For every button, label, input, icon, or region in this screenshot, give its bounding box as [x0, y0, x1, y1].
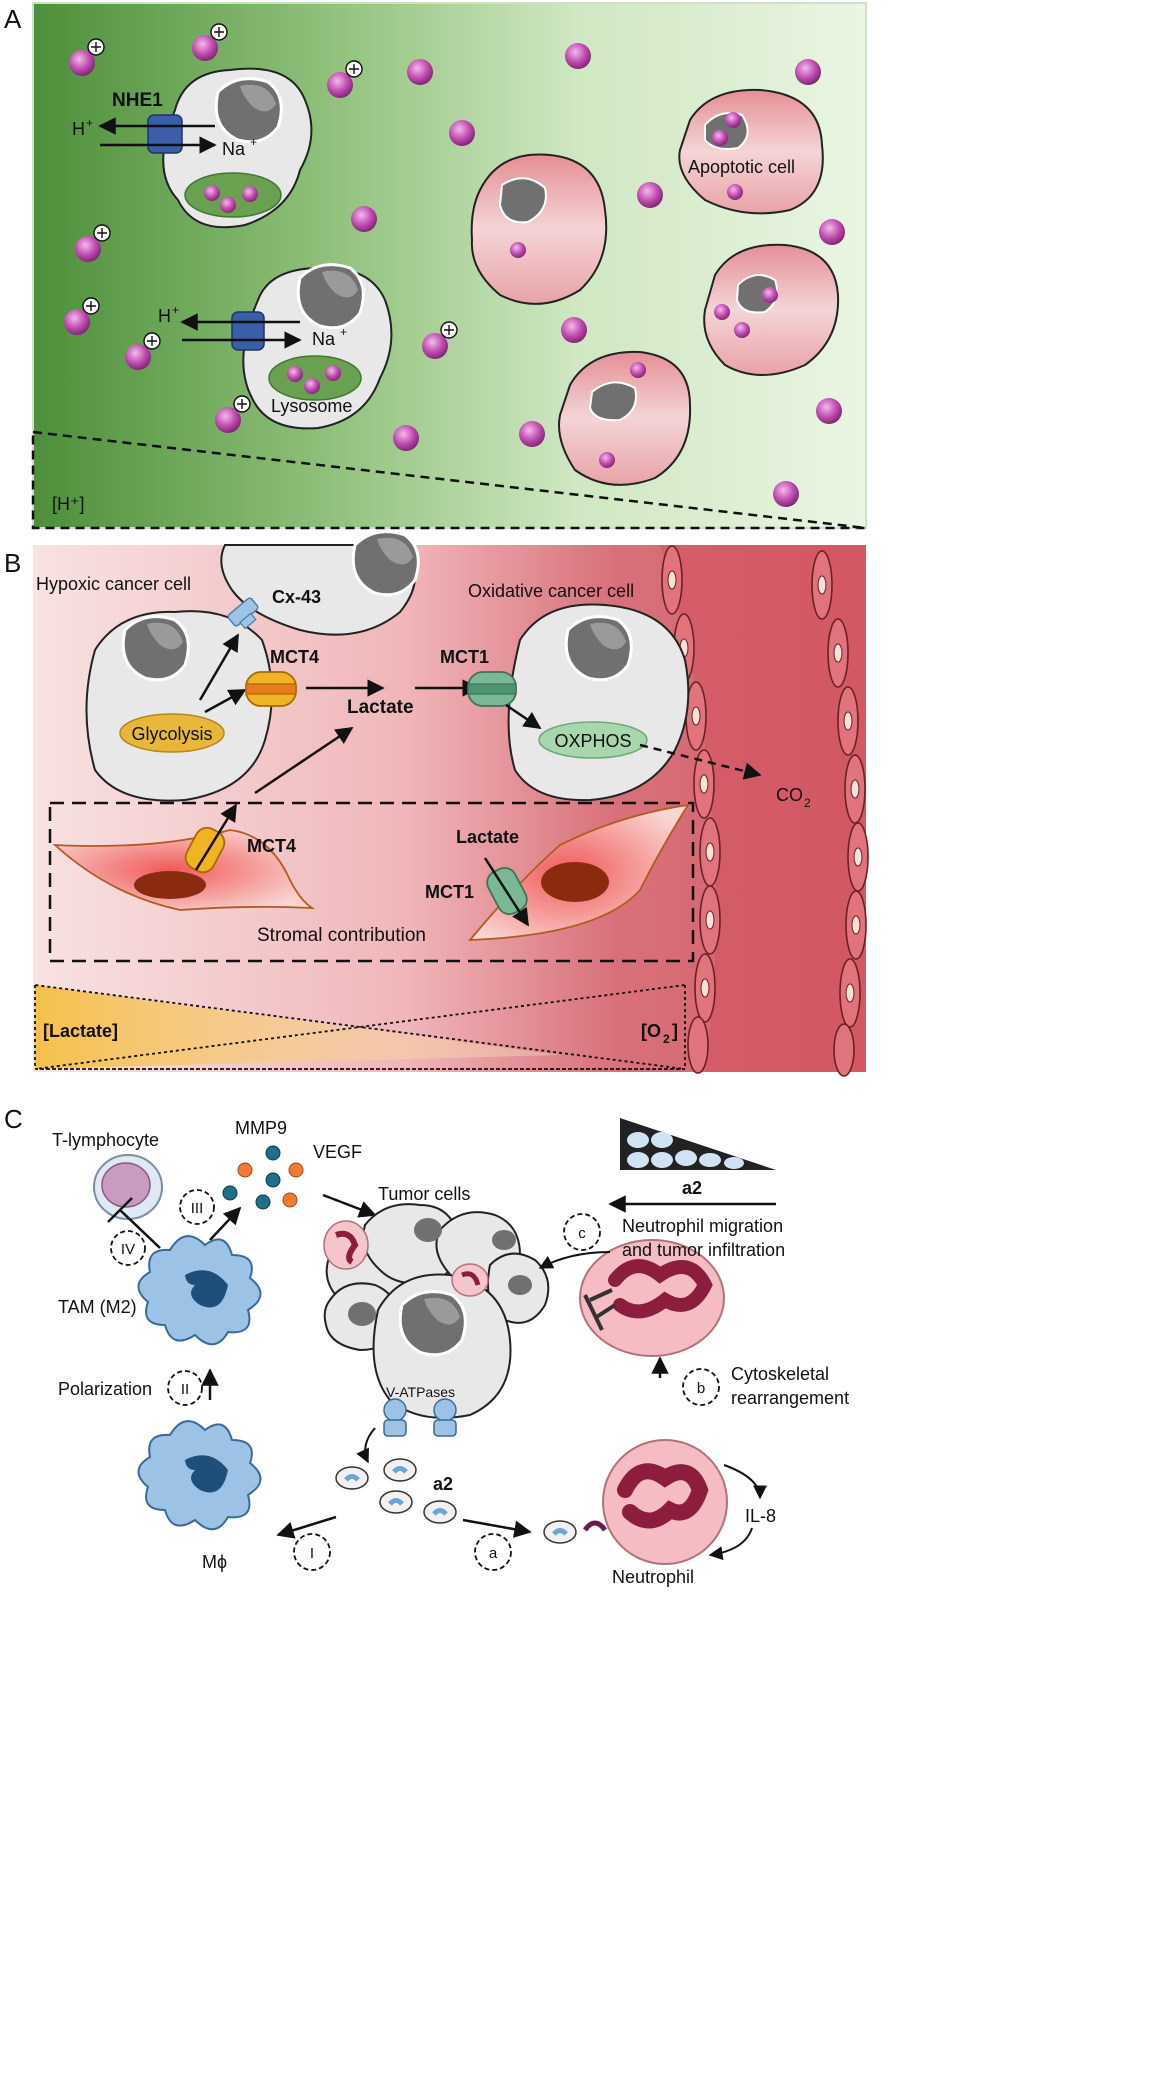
- na-label-top: Na: [222, 139, 246, 159]
- step-iv: IV: [110, 1230, 146, 1266]
- v-atpase-pumps: [383, 1398, 457, 1437]
- svg-text:b: b: [697, 1380, 705, 1397]
- neutrophil-label: Neutrophil: [612, 1567, 694, 1587]
- v-atpases-label: V-ATPases: [386, 1384, 455, 1400]
- panel-b: B: [4, 530, 869, 1077]
- step-b: b: [682, 1368, 720, 1406]
- fibroblast-right: Lactate MCT1: [425, 803, 690, 941]
- o2-gradient-label-open: [O: [641, 1021, 661, 1041]
- step-ii: II: [167, 1370, 203, 1406]
- mct1-stroma-label: MCT1: [425, 882, 474, 902]
- t-lymphocyte-label: T-lymphocyte: [52, 1130, 159, 1150]
- mct1-label: MCT1: [440, 647, 489, 667]
- polarization-label: Polarization: [58, 1379, 152, 1399]
- svg-text:III: III: [191, 1200, 204, 1217]
- stromal-contribution-box: [48, 801, 695, 963]
- mmp9-label: MMP9: [235, 1118, 287, 1138]
- panel-a: A [H⁺]: [4, 2, 867, 530]
- cytoskeletal-label-2: rearrangement: [731, 1388, 849, 1408]
- fibroblast-left: MCT4: [52, 803, 316, 911]
- na-label-bottom: Na: [312, 329, 336, 349]
- vegf-label: VEGF: [313, 1142, 362, 1162]
- mct4-label: MCT4: [270, 647, 319, 667]
- cytoskeletal-label-1: Cytoskeletal: [731, 1364, 829, 1384]
- lysosome-top: [184, 172, 282, 218]
- lactate-label: Lactate: [347, 697, 414, 718]
- cx43-gap-junction: Cx-43: [227, 587, 321, 630]
- tam-label: TAM (M2): [58, 1297, 137, 1317]
- nhe1-label: NHE1: [112, 90, 163, 111]
- apoptotic-cell-label: Apoptotic cell: [688, 157, 795, 177]
- h-label-top: H: [72, 119, 85, 139]
- step-i: I: [293, 1533, 331, 1571]
- resting-macrophage: Mϕ: [137, 1420, 262, 1572]
- a2-vesicles: a2: [335, 1458, 577, 1544]
- a2-gradient-wedge: [620, 1118, 776, 1170]
- h-plus-top: +: [86, 116, 93, 130]
- secreted-factors: [222, 1145, 304, 1210]
- h-label-bottom: H: [158, 306, 171, 326]
- mct4-stroma-label: MCT4: [247, 836, 296, 856]
- lactate-gradient-label: [Lactate]: [43, 1021, 118, 1041]
- panel-a-letter: A: [4, 4, 22, 34]
- co2-label: CO: [776, 785, 803, 805]
- step-iii: III: [179, 1189, 215, 1225]
- nhe1-exchanger-bottom: [231, 311, 265, 351]
- a2-mid-label: a2: [433, 1474, 453, 1494]
- na-plus-top: +: [250, 135, 257, 149]
- lactate-stroma-label: Lactate: [456, 827, 519, 847]
- tumor-cell-cluster: Tumor cells V-ATPases: [323, 1184, 550, 1437]
- h-plus-bottom: +: [172, 303, 179, 317]
- svg-text:a: a: [489, 1545, 498, 1562]
- lysosome-label: Lysosome: [271, 396, 352, 416]
- cx43-label: Cx-43: [272, 587, 321, 607]
- gradient-outline: [34, 983, 686, 1070]
- oxidative-cancer-cell-label: Oxidative cancer cell: [468, 581, 634, 601]
- oxphos-bubble: [538, 721, 648, 759]
- panel-b-letter: B: [4, 548, 21, 578]
- macrophage-label: Mϕ: [202, 1552, 227, 1572]
- t-lymphocyte: T-lymphocyte: [52, 1130, 163, 1220]
- hypoxic-cancer-cell-label: Hypoxic cancer cell: [36, 574, 191, 594]
- na-plus-bottom: +: [340, 325, 347, 339]
- stromal-contribution-label: Stromal contribution: [257, 925, 426, 946]
- il8-label: IL-8: [745, 1506, 776, 1526]
- lactate-gradient: [35, 985, 560, 1069]
- neutrophil-migration-label-1: Neutrophil migration: [622, 1216, 783, 1236]
- cancer-cell-nhe1-bottom: H + Na + Lysosome: [158, 263, 393, 430]
- neutrophil: Neutrophil: [582, 1439, 728, 1587]
- cancer-cell-nhe1-top: NHE1 H + Na +: [72, 67, 313, 229]
- nhe1-exchanger-top: [147, 114, 183, 154]
- apoptotic-cells: Apoptotic cell: [470, 88, 840, 486]
- glycolysis-label: Glycolysis: [131, 724, 212, 744]
- tam-m2-macrophage: TAM (M2): [58, 1235, 262, 1346]
- panel-c: C T-lymphocyte MMP9 VEGF III: [4, 1104, 849, 1587]
- svg-text:II: II: [181, 1381, 189, 1398]
- blood-vessel: [660, 545, 869, 1077]
- proton-concentration-label: [H⁺]: [52, 494, 85, 514]
- step-a: a: [474, 1533, 512, 1571]
- o2-gradient-label-close: ]: [672, 1021, 678, 1041]
- oxidative-cancer-cell: OXPHOS Oxidative cancer cell MCT1: [440, 581, 690, 802]
- panel-c-letter: C: [4, 1104, 23, 1134]
- mct4-transporter: MCT4: [245, 647, 319, 707]
- a2-top-label: a2: [682, 1178, 702, 1198]
- svg-text:IV: IV: [121, 1241, 135, 1258]
- oxphos-label: OXPHOS: [554, 731, 631, 751]
- o2-gradient-subscript: 2: [663, 1032, 670, 1046]
- neutrophil-migration-label-2: and tumor infiltration: [622, 1240, 785, 1260]
- step-c: c: [563, 1213, 601, 1251]
- glycolysis-bubble: [119, 713, 225, 753]
- co2-subscript: 2: [804, 796, 811, 810]
- inhibition-line: [119, 1209, 161, 1249]
- tumor-cells-label: Tumor cells: [378, 1184, 470, 1204]
- svg-text:I: I: [310, 1545, 314, 1562]
- svg-text:c: c: [578, 1225, 586, 1242]
- activated-neutrophil: [579, 1239, 725, 1357]
